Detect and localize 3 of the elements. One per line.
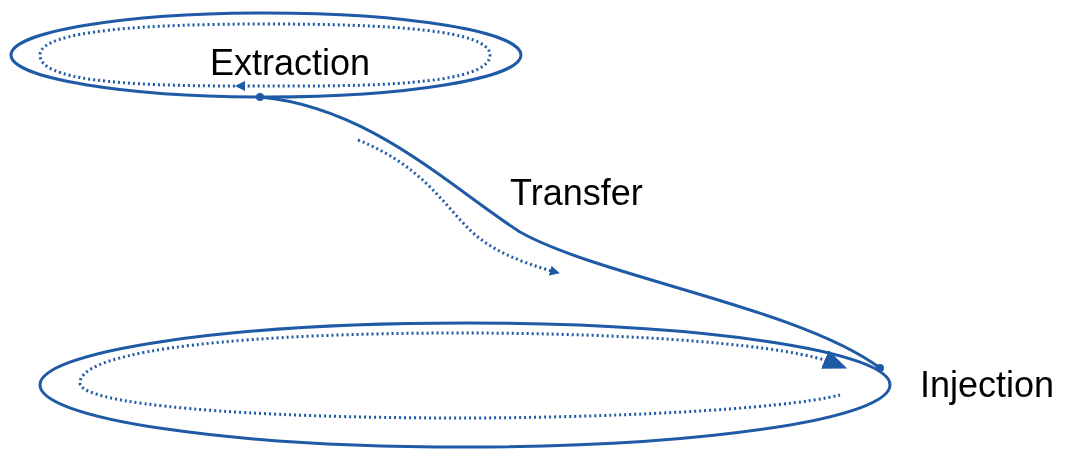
orbit-label: Extraction: [210, 42, 371, 84]
orbit-label: Injection: [920, 364, 1055, 406]
transfer-curve: [256, 93, 884, 372]
